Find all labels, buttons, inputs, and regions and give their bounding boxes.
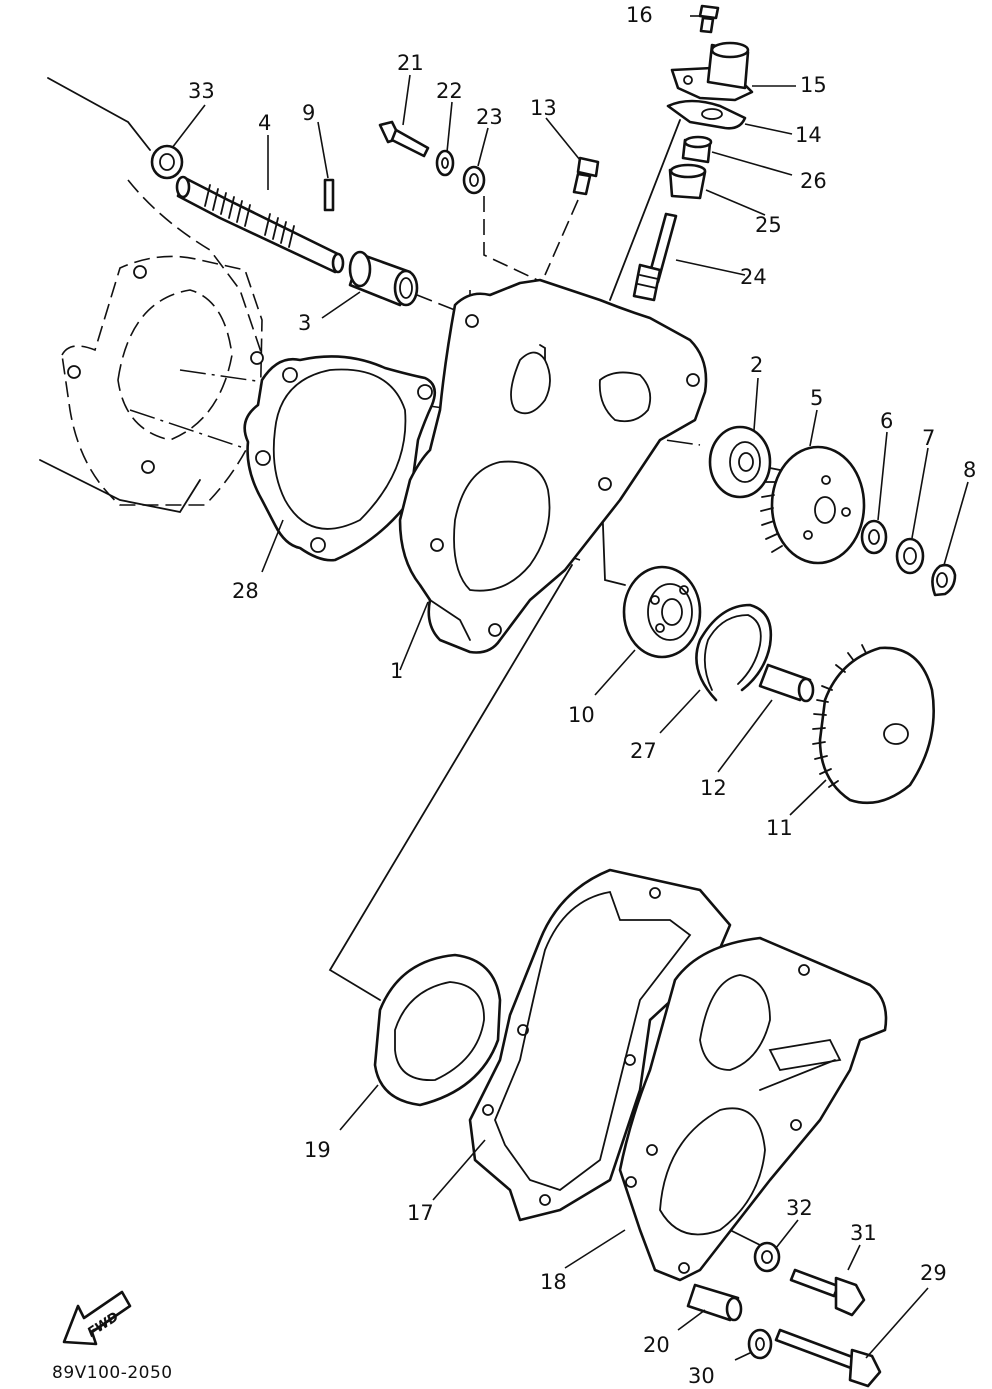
part-16-screw [698, 4, 720, 34]
part-26-seal [681, 135, 713, 164]
part-3-bushing [348, 250, 419, 307]
part-21-bolt [378, 120, 430, 158]
part-17-gasket [468, 868, 732, 1222]
document-code: 89V100-2050 [52, 1363, 173, 1383]
part-11-gear [812, 644, 935, 805]
callout-20: 20 [643, 1333, 670, 1357]
callout-26: 26 [800, 169, 827, 193]
part-9-pin [323, 178, 335, 212]
part-8-circlip [931, 563, 957, 597]
part-30-washer [747, 1328, 773, 1360]
callout-33: 33 [188, 79, 215, 103]
callout-15: 15 [800, 73, 827, 97]
callout-10: 10 [568, 703, 595, 727]
fwd-arrow: FWD [62, 1290, 132, 1346]
callout-6: 6 [880, 409, 893, 433]
callout-11: 11 [766, 816, 793, 840]
part-7-washer [895, 537, 925, 575]
callout-22: 22 [436, 79, 463, 103]
part-19-seal [373, 953, 502, 1107]
part-15-bracket [670, 41, 754, 102]
callout-17: 17 [407, 1201, 434, 1225]
part-29-bolt [774, 1328, 882, 1388]
callout-3: 3 [298, 311, 311, 335]
part-27-snapring [695, 603, 773, 702]
callout-18: 18 [540, 1270, 567, 1294]
callout-8: 8 [963, 458, 976, 482]
callout-30: 30 [688, 1364, 715, 1388]
callout-1: 1 [390, 659, 403, 683]
callout-28: 28 [232, 579, 259, 603]
part-5-gear [760, 445, 866, 565]
callout-27: 27 [630, 739, 657, 763]
callout-32: 32 [786, 1196, 813, 1220]
engine-case-outline [39, 77, 264, 514]
part-32-washer [753, 1241, 781, 1273]
part-23-washer [462, 165, 486, 195]
callout-12: 12 [700, 776, 727, 800]
callout-24: 24 [740, 265, 767, 289]
callout-31: 31 [850, 1221, 877, 1245]
callout-labels: 1 2 3 4 5 6 7 8 9 10 11 12 13 14 15 16 1… [188, 3, 976, 1388]
part-31-bolt [789, 1268, 866, 1317]
callout-13: 13 [530, 96, 557, 120]
part-18-cover [618, 936, 888, 1282]
part-12-pin [758, 663, 815, 703]
part-24-shaft [632, 212, 678, 302]
part-2-bearing [708, 425, 772, 499]
part-1-case [398, 278, 708, 654]
callout-7: 7 [922, 426, 935, 450]
callout-16: 16 [626, 3, 653, 27]
callout-14: 14 [795, 123, 822, 147]
leader-lines [171, 15, 969, 1361]
part-25-bushing [668, 163, 707, 200]
callout-29: 29 [920, 1261, 947, 1285]
callout-19: 19 [304, 1138, 331, 1162]
part-13-screw [572, 156, 600, 196]
callout-21: 21 [397, 51, 424, 75]
part-33-washer [150, 144, 184, 180]
callout-9: 9 [302, 101, 315, 125]
part-4-shaft [175, 175, 345, 274]
part-14-plate [666, 99, 747, 130]
callout-25: 25 [755, 213, 782, 237]
callout-4: 4 [258, 111, 271, 135]
callout-23: 23 [476, 105, 503, 129]
part-10-bearing [622, 565, 702, 659]
part-22-washer [435, 149, 455, 177]
callout-5: 5 [810, 386, 823, 410]
part-6-washer [860, 519, 888, 555]
part-20-dowel [686, 1283, 743, 1322]
callout-2: 2 [750, 353, 763, 377]
part-28-gasket [243, 355, 437, 562]
